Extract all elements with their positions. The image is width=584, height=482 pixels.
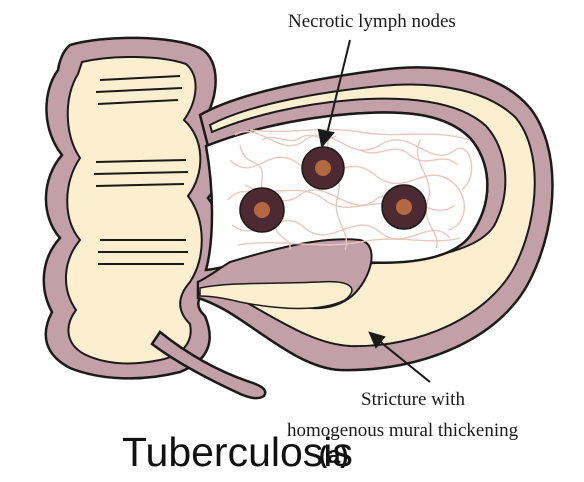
colon [44, 38, 222, 379]
lymph-node [382, 185, 426, 229]
stricture-label-line1: Stricture with [361, 389, 465, 410]
panel-label: (a) [319, 444, 348, 468]
necrotic-label: Necrotic lymph nodes [288, 11, 456, 32]
lymph-node [302, 147, 344, 189]
lymph-node [240, 188, 284, 232]
